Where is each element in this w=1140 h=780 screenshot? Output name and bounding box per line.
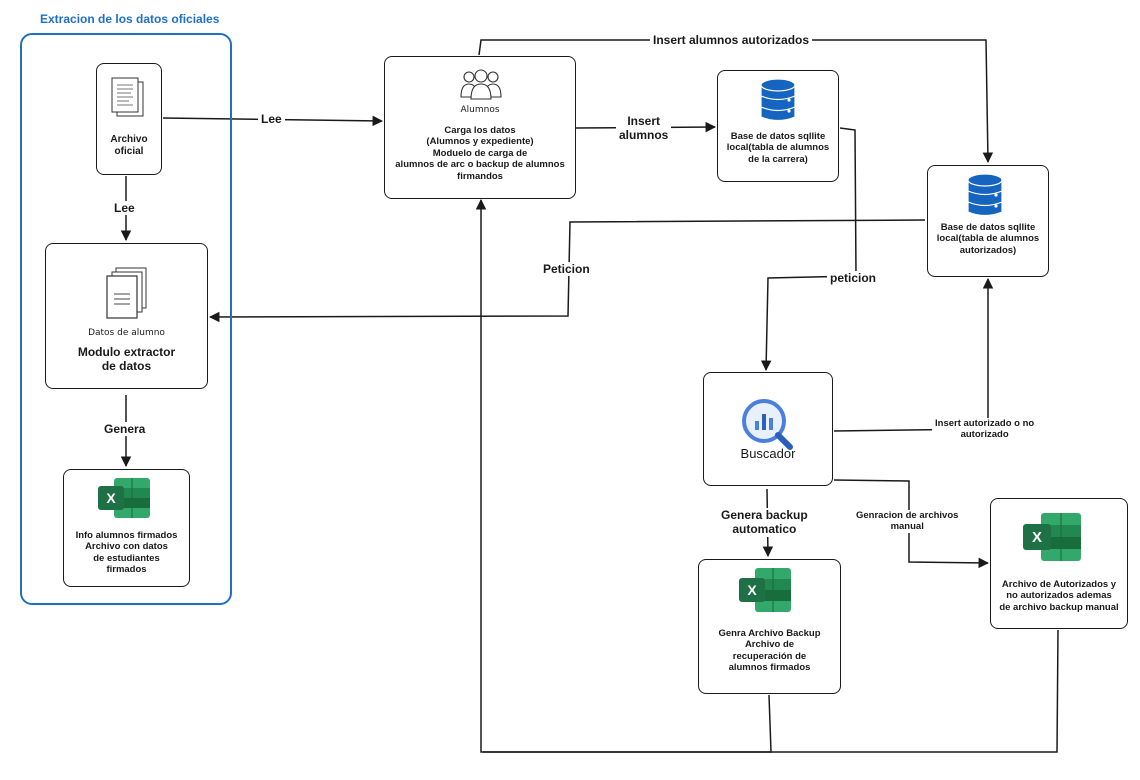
search-analytics-icon (742, 399, 793, 450)
info-firmados-label: Info alumnos firmados Archivo con datos … (75, 530, 178, 576)
edge-label-insert-autorizados: Insert alumnos autorizados (650, 33, 813, 48)
stacked-documents-icon (106, 267, 147, 319)
edge-label-lee-1: Lee (258, 112, 285, 127)
buscador-label: Buscador (740, 446, 796, 461)
edge-buscador-to-dbautorizados (833, 277, 994, 432)
excel-icon: X (98, 478, 150, 518)
database-icon (967, 173, 1003, 218)
document-icon (111, 77, 144, 117)
extractor-label: Modulo extractor de datos (77, 345, 176, 374)
users-group-icon (460, 69, 502, 100)
extractor-icon-caption: Datos de alumno (88, 328, 165, 338)
db-autorizados-label: Base de datos sqllite local(tabla de alu… (936, 222, 1040, 256)
backup-label: Genra Archivo Backup Archivo de recupera… (718, 628, 821, 674)
node-carga-datos[interactable]: Alumnos Carga los datos (Alumnos y exped… (384, 56, 576, 199)
svg-text:X: X (1032, 529, 1042, 546)
edge-label-insert-alumnos: Insert alumnos (616, 114, 672, 143)
edge-label-generacion-manual: Genracion de archivos manual (853, 510, 962, 533)
node-archivo-oficial[interactable]: Archivo oficial (96, 63, 162, 175)
database-icon (760, 78, 796, 123)
edge-label-peticion-1: Peticion (540, 262, 593, 277)
svg-text:X: X (747, 582, 757, 598)
edge-label-lee-2: Lee (111, 201, 138, 216)
edge-autorizadosfile-to-carga (483, 629, 1059, 753)
edge-label-genera-backup: Genera backup automatico (718, 508, 811, 537)
group-title: Extracion de los datos oficiales (40, 12, 220, 26)
node-db-autorizados[interactable]: Base de datos sqllite local(tabla de alu… (927, 165, 1049, 277)
svg-text:X: X (106, 490, 116, 506)
autorizados-file-label: Archivo de Autorizados y no autorizados … (999, 579, 1119, 613)
archivo-oficial-label: Archivo oficial (110, 134, 148, 157)
edge-label-genera: Genera (101, 422, 149, 437)
node-backup[interactable]: X Genra Archivo Backup Archivo de recupe… (698, 559, 841, 694)
node-info-alumnos-firmados[interactable]: X Info alumnos firmados Archivo con dato… (63, 469, 190, 587)
node-modulo-extractor[interactable]: Datos de alumno Modulo extractor de dato… (45, 243, 208, 389)
node-buscador[interactable]: Buscador (703, 372, 833, 486)
db-carrera-label: Base de datos sqllite local(tabla de alu… (726, 131, 830, 165)
node-archivo-autorizados[interactable]: X Archivo de Autorizados y no autorizado… (990, 498, 1128, 629)
carga-label: Carga los datos (Alumnos y expediente) M… (395, 125, 565, 182)
edge-label-peticion-2: peticion (827, 271, 880, 286)
excel-icon: X (739, 568, 791, 612)
edge-label-insert-auto-no: Insert autorizado o no autorizado (932, 418, 1038, 441)
carga-icon-caption: Alumnos (460, 105, 500, 115)
excel-icon: X (1023, 513, 1081, 561)
group-extraccion (20, 33, 232, 605)
node-db-carrera[interactable]: Base de datos sqllite local(tabla de alu… (717, 70, 839, 182)
